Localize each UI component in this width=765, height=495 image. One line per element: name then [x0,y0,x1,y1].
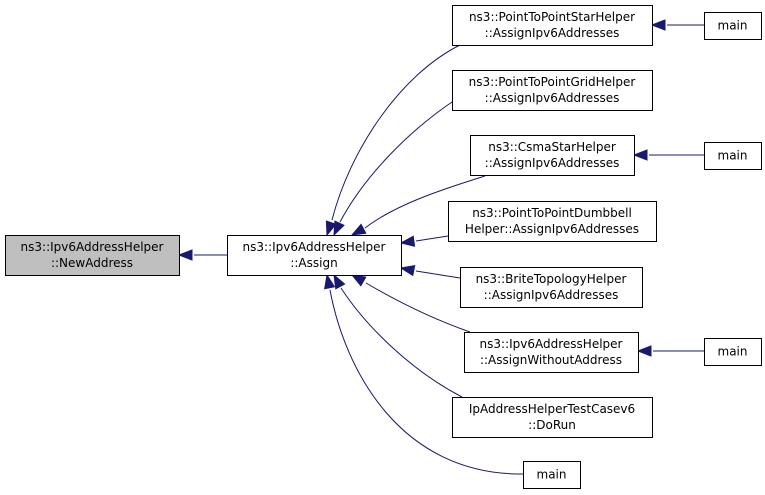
node-label-line: ns3::PointToPointGridHelper [469,75,636,89]
node-box [5,235,180,276]
node-brite[interactable]: ns3::BriteTopologyHelper::AssignIpv6Addr… [460,267,643,308]
edge-arrowhead [650,19,666,31]
node-box [452,70,653,111]
node-label-line: main [718,19,748,33]
node-label-line: ns3::PointToPointStarHelper [469,10,635,24]
edge-line [364,175,486,229]
node-box [523,461,581,489]
node-label-line: ::AssignIpv6Addresses [485,26,620,40]
edge-arrowhead [333,273,346,290]
edge-arrowhead [632,149,648,161]
node-label-line: ::AssignIpv6Addresses [484,288,619,302]
node-label-line: ::AssignIpv6Addresses [485,156,620,170]
edge-p2p_dumbbell-to-assign [399,235,449,247]
edge-line [415,235,449,242]
node-assign-without[interactable]: ns3::Ipv6AddressHelper::AssignWithoutAdd… [464,332,639,373]
edges-layer [177,19,704,475]
node-box [704,142,762,170]
node-main-assign[interactable]: main [523,461,581,489]
edge-line [365,282,471,333]
edge-arrowhead [636,345,652,357]
edge-main_csma-to-csma_star [632,149,704,161]
node-label-line: IpAddressHelperTestCasev6 [469,402,635,416]
nodes-layer: ns3::Ipv6AddressHelper::NewAddressns3::I… [5,5,762,489]
node-box [460,267,643,308]
edge-arrowhead [350,274,367,287]
node-label-line: ns3::Ipv6AddressHelper [21,240,164,254]
node-p2p-grid[interactable]: ns3::PointToPointGridHelper::AssignIpv6A… [452,70,653,111]
edge-main_star-to-p2p_star [650,19,704,31]
node-box [452,5,653,46]
node-box [448,201,657,242]
node-label-line: ns3::BriteTopologyHelper [476,272,627,286]
node-p2p-star[interactable]: ns3::PointToPointStarHelper::AssignIpv6A… [452,5,653,46]
node-assign[interactable]: ns3::Ipv6AddressHelper::Assign [227,235,402,276]
edge-arrowhead [177,249,193,261]
node-label-line: ::DoRun [528,418,576,432]
node-label-line: ns3::PointToPointDumbbell [472,206,632,220]
node-testcase6[interactable]: IpAddressHelperTestCasev6::DoRun [452,397,653,438]
edge-arrowhead [399,235,416,247]
edge-brite-to-assign [399,265,461,279]
node-box [452,397,653,438]
edge-main_without-to-assign_without [636,345,704,357]
edge-arrowhead [333,220,345,237]
edge-p2p_star-to-assign [325,44,461,237]
node-label-line: ::AssignWithoutAddress [480,353,622,367]
node-csma-star[interactable]: ns3::CsmaStarHelper::AssignIpv6Addresses [470,135,635,176]
node-label-line: ::NewAddress [51,256,133,270]
edge-arrowhead [350,223,367,236]
node-box [470,135,635,176]
node-main-csma[interactable]: main [704,142,762,170]
node-box [704,338,762,366]
edge-assign_without-to-assign [350,274,471,333]
node-label-line: ::AssignIpv6Addresses [485,91,620,105]
edge-arrowhead [399,265,416,277]
edge-line [340,287,463,398]
node-label-line: ns3::Ipv6AddressHelper [243,240,386,254]
edge-line [331,44,461,221]
edge-line [339,99,456,223]
edge-testcase6-to-assign [333,273,463,398]
node-box [464,332,639,373]
node-box [227,235,402,276]
edge-assign-to-new_address [177,249,227,261]
edge-arrowhead [325,220,337,237]
node-new-address[interactable]: ns3::Ipv6AddressHelper::NewAddress [5,235,180,276]
node-main-without[interactable]: main [704,338,762,366]
node-label-line: main [718,345,748,359]
node-label-line: ns3::Ipv6AddressHelper [480,337,623,351]
node-box [704,12,762,40]
edge-csma_star-to-assign [350,175,486,236]
edge-main_assign-to-assign [324,273,524,475]
edge-line [415,270,461,279]
node-label-line: main [537,468,567,482]
node-p2p-dumbbell[interactable]: ns3::PointToPointDumbbellHelper::AssignI… [448,201,657,242]
node-label-line: ns3::CsmaStarHelper [488,140,616,154]
node-label-line: ::Assign [290,256,337,270]
node-label-line: Helper::AssignIpv6Addresses [465,222,639,236]
edge-arrowhead [324,273,336,290]
edge-p2p_grid-to-assign [333,99,456,237]
node-main-star[interactable]: main [704,12,762,40]
edge-line [329,289,524,475]
node-label-line: main [718,149,748,163]
